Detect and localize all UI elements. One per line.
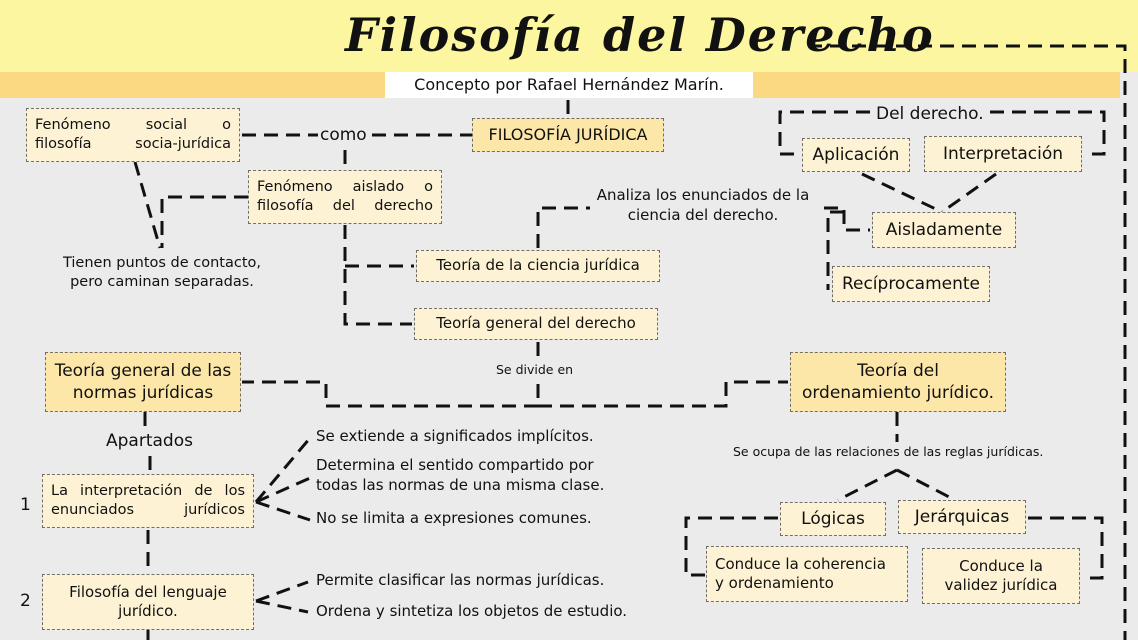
del-derecho-bracket-line <box>778 110 870 156</box>
divide-to-ordenamiento-line <box>538 380 788 408</box>
aplicacion-to-aisladamente-line <box>861 172 943 214</box>
fenomeno-social-box: Fenómeno social o filosofía socia-jurídi… <box>26 108 240 162</box>
page-subtitle: Concepto por Rafael Hernández Marín. <box>414 75 724 94</box>
interpretacion-to-se-extiende-line <box>254 437 312 503</box>
apartados-label: Apartados <box>106 431 193 451</box>
se-ocupa-to-logicas-line <box>837 468 898 502</box>
step-number-2: 2 <box>20 591 31 611</box>
logicas-to-coherencia-line <box>684 516 778 577</box>
lenguaje-to-permite-line <box>255 580 309 603</box>
reciprocamente-box: Recíprocamente <box>832 266 990 302</box>
teoria-ciencia-label: Teoría de la ciencia jurídica <box>436 256 640 275</box>
conduce-coherencia-box: Conduce la coherencia y ordenamiento <box>706 546 908 602</box>
step-number-1: 1 <box>20 495 31 515</box>
ordena-label: Ordena y sintetiza los objetos de estudi… <box>316 602 628 620</box>
fenomeno-aislado-label: Fenómeno aislado o filosofía del derecho <box>257 179 433 214</box>
reciprocamente-bracket-line <box>826 210 844 290</box>
fenomeno-aislado-box: Fenómeno aislado o filosofía del derecho <box>248 170 442 224</box>
puntos-contacto-label: Tienen puntos de contacto, pero caminan … <box>62 255 262 290</box>
teoria-normas-box: Teoría general de las normas jurídicas <box>45 352 241 412</box>
filosofia-lenguaje-label: Filosofía del lenguaje jurídico. <box>69 582 227 621</box>
aisladamente-box: Aisladamente <box>872 212 1016 248</box>
lenguaje-to-ordena-line <box>255 599 309 614</box>
interpretacion-to-determina-line <box>255 476 311 504</box>
se-ocupa-to-jerarquicas-line <box>896 468 956 502</box>
no-se-limita-label: No se limita a expresiones comunes. <box>316 509 592 527</box>
filosofia-lenguaje-box: Filosofía del lenguaje jurídico. <box>42 574 254 630</box>
conduce-validez-label: Conduce la validez jurídica <box>944 556 1058 595</box>
fenomeno-social-label: Fenómeno social o filosofía socia-jurídi… <box>35 117 231 152</box>
aisladamente-label: Aisladamente <box>885 219 1003 240</box>
analiza-label: Analiza los enunciados de la ciencia del… <box>596 186 810 224</box>
analiza-to-teoria-ciencia-line <box>536 206 590 248</box>
aplicacion-box: Aplicación <box>802 138 910 172</box>
conduce-coherencia-label: Conduce la coherencia y ordenamiento <box>715 554 886 593</box>
interpretacion-label: Interpretación <box>942 143 1064 164</box>
jerarquicas-label: Jerárquicas <box>914 506 1010 527</box>
analiza-to-reciprocamente-line <box>824 206 870 232</box>
divide-to-normas-line <box>242 380 540 408</box>
se-divide-label: Se divide en <box>496 362 574 377</box>
interpretacion-to-aisladamente-line <box>941 172 997 214</box>
teoria-ordenamiento-box: Teoría del ordenamiento jurídico. <box>790 352 1006 412</box>
se-extiende-label: Se extiende a significados implícitos. <box>316 427 594 445</box>
reciprocamente-label: Recíprocamente <box>841 273 981 294</box>
del-derecho-bracket-right-line <box>990 110 1106 156</box>
aplicacion-label: Aplicación <box>812 144 900 165</box>
interpretacion-enunciados-box: La interpretación de los enunciados jurí… <box>42 474 254 528</box>
subtitle-background <box>385 72 753 98</box>
filosofia-juridica-box: FILOSOFÍA JURÍDICA <box>472 118 664 152</box>
conduce-validez-box: Conduce la validez jurídica <box>922 548 1080 604</box>
teoria-general-derecho-box: Teoría general del derecho <box>414 308 658 340</box>
filosofia-juridica-label: FILOSOFÍA JURÍDICA <box>488 124 648 144</box>
logicas-box: Lógicas <box>780 502 886 536</box>
teoria-ciencia-box: Teoría de la ciencia jurídica <box>416 250 660 282</box>
se-ocupa-label: Se ocupa de las relaciones de las reglas… <box>733 444 1044 459</box>
logicas-label: Lógicas <box>801 508 865 529</box>
interpretacion-box: Interpretación <box>924 136 1082 172</box>
jerarquicas-box: Jerárquicas <box>898 500 1026 534</box>
determina-label: Determina el sentido compartido por toda… <box>316 456 605 494</box>
como-label: como <box>320 125 367 145</box>
fenomeno-social-to-puntos-line <box>133 161 162 249</box>
permite-label: Permite clasificar las normas jurídicas. <box>316 571 605 589</box>
fenomeno-aislado-to-puntos-line <box>160 195 248 248</box>
header-band <box>0 0 1138 72</box>
jerarquicas-to-validez-line <box>1028 516 1104 580</box>
title-border-line <box>808 44 1127 640</box>
teoria-general-derecho-label: Teoría general del derecho <box>436 314 636 333</box>
del-derecho-label: Del derecho. <box>876 104 984 124</box>
fenomeno-aislado-trunk-line <box>343 225 412 326</box>
teoria-ordenamiento-label: Teoría del ordenamiento jurídico. <box>801 360 995 403</box>
teoria-normas-label: Teoría general de las normas jurídicas <box>54 360 232 403</box>
interpretacion-to-no-limita-line <box>255 500 311 522</box>
interpretacion-enunciados-label: La interpretación de los enunciados jurí… <box>51 483 245 518</box>
